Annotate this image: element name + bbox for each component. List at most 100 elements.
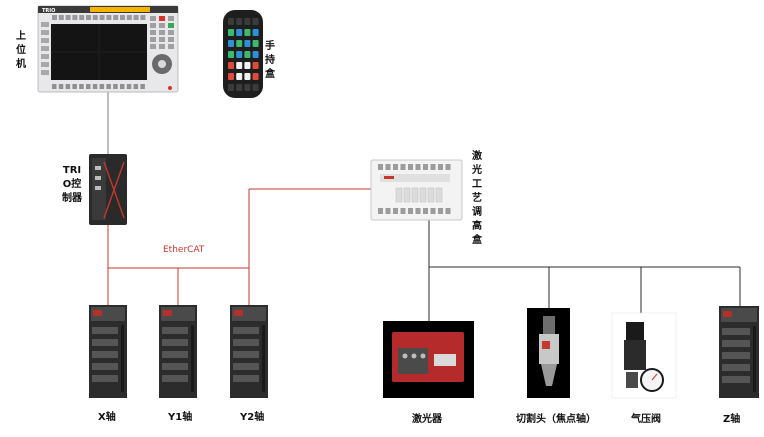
servo-drive-connector bbox=[722, 328, 750, 335]
process-box-module bbox=[427, 187, 435, 203]
drive-x-label: X轴 bbox=[98, 412, 116, 423]
controller-port bbox=[95, 186, 101, 190]
servo-drive-connector bbox=[162, 327, 188, 334]
pendant-key bbox=[244, 18, 251, 25]
host-estop-button bbox=[168, 86, 172, 90]
servo-drive-connector bbox=[233, 351, 259, 358]
servo-drive-connector bbox=[722, 352, 750, 359]
process-box-logo bbox=[384, 176, 394, 179]
process-box-module bbox=[419, 187, 427, 203]
drive-y1-label: Y1轴 bbox=[168, 412, 193, 423]
host-key bbox=[120, 84, 125, 89]
servo-drive-connector bbox=[162, 339, 188, 346]
pendant-key bbox=[236, 40, 243, 47]
servo-drive-led bbox=[163, 310, 172, 316]
servo-drive-connector bbox=[162, 375, 188, 382]
host-key bbox=[52, 15, 57, 20]
servo-drive-heatsink bbox=[262, 325, 265, 392]
process-box-terminal bbox=[408, 208, 413, 214]
host-key bbox=[106, 15, 112, 20]
servo-drive-connector bbox=[233, 327, 259, 334]
process-box-terminal bbox=[385, 164, 391, 170]
field-devices bbox=[383, 306, 759, 399]
pendant-key bbox=[252, 40, 259, 47]
valve-knob bbox=[626, 322, 644, 340]
host-key bbox=[150, 30, 156, 35]
process-box-terminal bbox=[423, 164, 428, 170]
host-key bbox=[65, 15, 71, 20]
servo-drive-connector bbox=[162, 363, 188, 370]
ethercat-label: EtherCAT bbox=[163, 245, 205, 255]
host-key bbox=[168, 23, 174, 28]
servo-drive-connector bbox=[233, 363, 259, 370]
host-key bbox=[140, 15, 146, 20]
pendant-key bbox=[236, 29, 243, 36]
process-box-terminal bbox=[415, 208, 421, 214]
host-key bbox=[168, 44, 174, 49]
process-box-terminal bbox=[445, 164, 451, 170]
trio-controller bbox=[89, 154, 127, 225]
laser-process-box bbox=[370, 159, 463, 221]
pendant-key bbox=[228, 29, 234, 36]
pendant-key bbox=[236, 62, 243, 69]
process-box-module bbox=[435, 187, 443, 203]
host-top-keys bbox=[52, 15, 146, 20]
process-box-terminal bbox=[445, 208, 451, 214]
servo-drive-connector bbox=[233, 339, 259, 346]
host-key bbox=[126, 84, 132, 89]
host-key bbox=[159, 30, 165, 35]
cutting-head-label: 切割头（焦点轴） bbox=[516, 414, 596, 425]
servo-drive-connector bbox=[162, 351, 188, 358]
controller-x-mark bbox=[103, 161, 125, 219]
host-key bbox=[86, 15, 91, 20]
host-key bbox=[41, 46, 49, 51]
host-jog-center bbox=[158, 60, 166, 68]
host-key bbox=[126, 15, 132, 20]
host-key bbox=[86, 84, 91, 89]
process-box-terminal bbox=[400, 164, 406, 170]
host-key bbox=[140, 84, 145, 89]
pendant-key bbox=[228, 40, 234, 47]
servo-drive-heatsink bbox=[191, 325, 194, 392]
pendant-key bbox=[244, 40, 251, 47]
servo-drive-connector bbox=[233, 375, 259, 382]
servo-drive-connector bbox=[722, 364, 750, 371]
process-box-module bbox=[411, 187, 419, 203]
servo-drive-led bbox=[93, 310, 102, 316]
pendant-key bbox=[252, 73, 259, 80]
laser-knob bbox=[411, 353, 417, 359]
host-key bbox=[65, 84, 71, 89]
host-key bbox=[168, 30, 174, 35]
process-box-terminal bbox=[393, 164, 398, 170]
host-key bbox=[99, 84, 105, 89]
host-right-keys bbox=[150, 16, 174, 49]
host-label: 上位机 bbox=[16, 31, 26, 70]
pendant-key bbox=[244, 62, 251, 69]
pendant-key bbox=[244, 84, 251, 91]
pendant-key bbox=[244, 73, 251, 80]
host-key bbox=[52, 84, 57, 89]
controller-port bbox=[95, 176, 101, 180]
connection-lines bbox=[107, 92, 741, 321]
servo-drive-connector bbox=[722, 340, 750, 347]
process-box-module bbox=[395, 187, 403, 203]
host-key bbox=[133, 15, 139, 20]
z-drive-label: Z轴 bbox=[723, 414, 741, 425]
pendant-key bbox=[228, 51, 234, 58]
host-key bbox=[150, 37, 156, 42]
process-box-terminal bbox=[393, 208, 398, 214]
laser-panel bbox=[398, 348, 428, 374]
servo-drive-connector bbox=[92, 363, 118, 370]
host-key bbox=[58, 15, 64, 20]
host-key bbox=[113, 15, 119, 20]
pendant-key bbox=[228, 73, 234, 80]
host-key bbox=[150, 44, 156, 49]
host-computer: TRIO bbox=[37, 5, 179, 93]
pendant-key bbox=[228, 84, 234, 91]
host-key bbox=[41, 54, 49, 59]
process-box-header bbox=[380, 174, 450, 182]
process-box-terminal bbox=[408, 164, 413, 170]
process-box-terminal bbox=[378, 164, 383, 170]
laser-knob bbox=[402, 353, 408, 359]
cutting-head-sensor bbox=[542, 341, 550, 349]
